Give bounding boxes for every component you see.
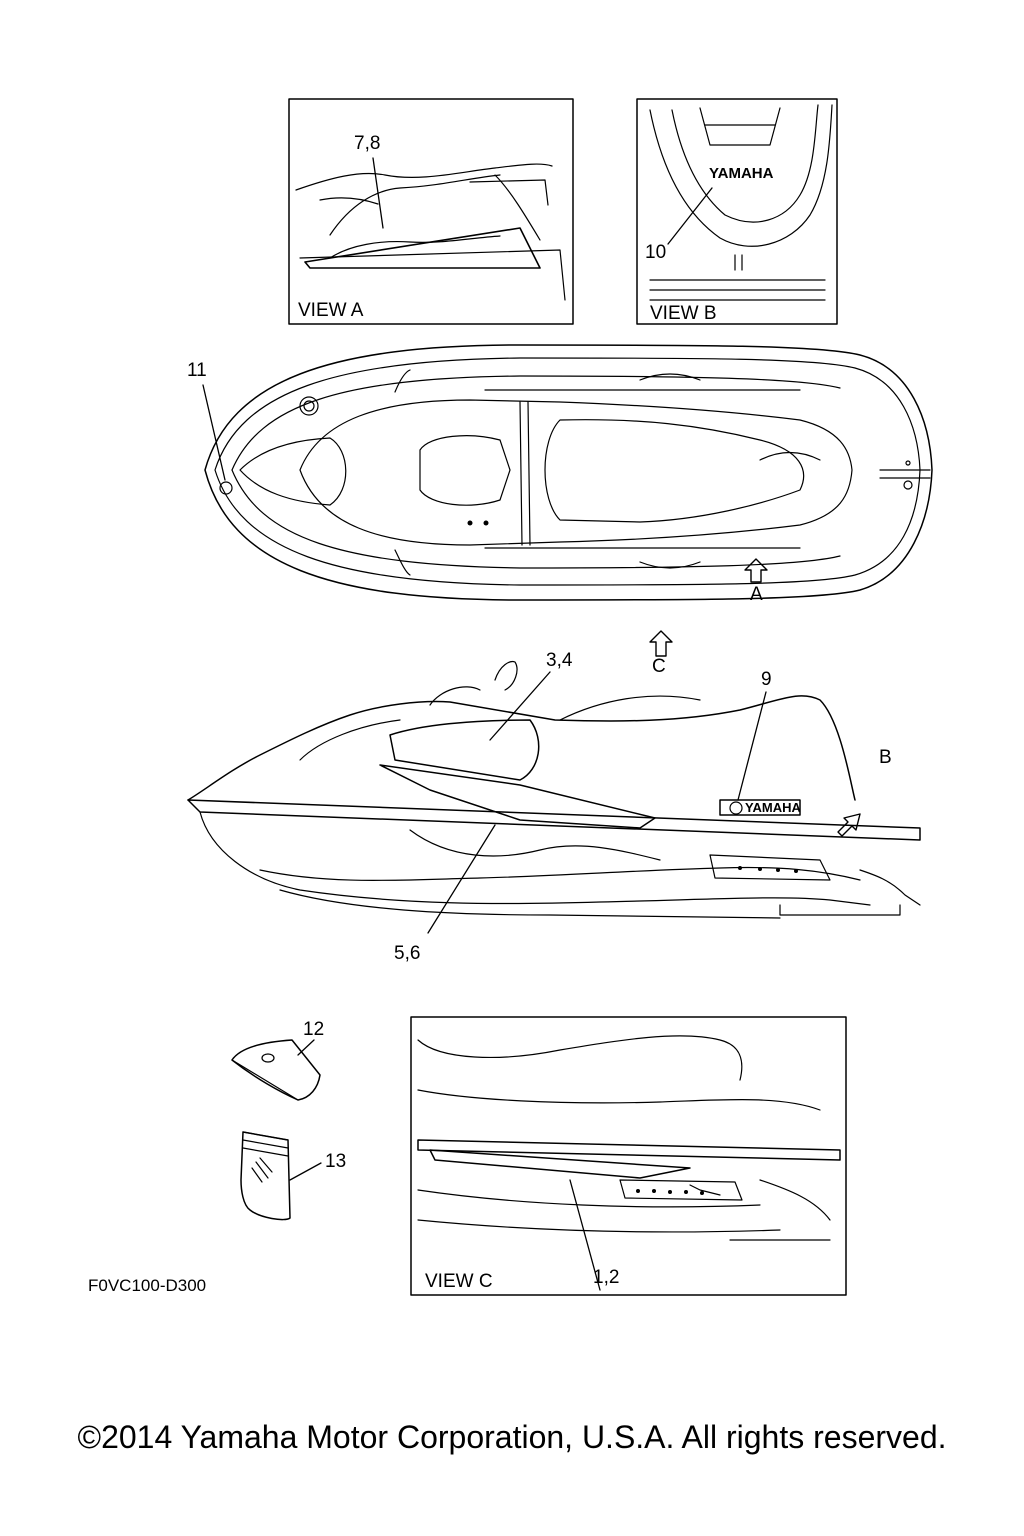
arrow-a bbox=[744, 558, 768, 583]
leader-lines bbox=[202, 157, 767, 1291]
arrow-c bbox=[649, 630, 673, 657]
view-b-label: VIEW B bbox=[650, 303, 717, 324]
copyright-notice: ©2014 Yamaha Motor Corporation, U.S.A. A… bbox=[77, 1419, 947, 1455]
callout-5-6: 5,6 bbox=[394, 943, 421, 964]
side-view-yamaha-decal: YAMAHA bbox=[745, 800, 801, 815]
top-view-craft bbox=[204, 344, 933, 601]
callout-11: 11 bbox=[187, 360, 207, 381]
diagram-code: F0VC100-D300 bbox=[88, 1276, 207, 1295]
item-13-bag bbox=[240, 1131, 291, 1221]
side-view-craft bbox=[187, 660, 921, 919]
view-c-label: VIEW C bbox=[425, 1271, 493, 1292]
callout-7-8: 7,8 bbox=[354, 133, 381, 154]
view-a-sketch bbox=[295, 163, 566, 301]
callout-12: 12 bbox=[303, 1019, 325, 1040]
view-b-yamaha-decal: YAMAHA bbox=[709, 165, 774, 182]
side-view-yamaha-emblem bbox=[729, 801, 743, 815]
top-view-bow-eye bbox=[219, 481, 233, 495]
view-c-frame bbox=[410, 1016, 847, 1296]
item-12-pouch bbox=[231, 1039, 321, 1101]
callout-9: 9 bbox=[761, 669, 772, 690]
callout-3-4: 3,4 bbox=[546, 650, 573, 671]
arrow-a-label: A bbox=[750, 584, 763, 605]
arrow-c-label: C bbox=[652, 656, 666, 677]
callout-10: 10 bbox=[645, 242, 667, 263]
view-a-frame bbox=[288, 98, 574, 325]
callout-13: 13 bbox=[325, 1151, 347, 1172]
callout-1-2: 1,2 bbox=[593, 1267, 620, 1288]
vent-dots bbox=[467, 520, 798, 1195]
view-b-frame bbox=[636, 98, 838, 325]
arrow-b-label: B bbox=[879, 747, 892, 768]
view-a-label: VIEW A bbox=[298, 300, 364, 321]
top-view-filler-cap bbox=[299, 396, 319, 416]
arrow-b bbox=[837, 813, 861, 837]
view-c-sketch bbox=[417, 1035, 841, 1241]
view-b-sketch bbox=[649, 104, 833, 301]
